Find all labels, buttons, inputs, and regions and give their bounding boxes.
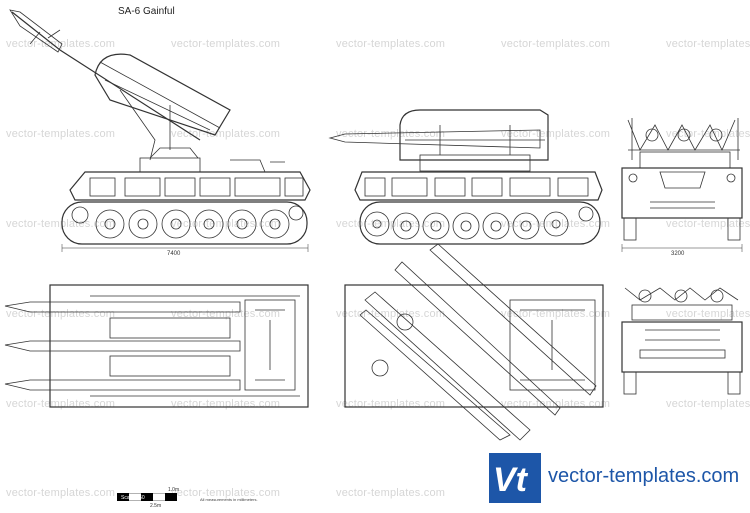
scale-bottom-label: 2.5m [150,503,162,509]
watermark-text: vector-templates.com [666,398,750,410]
svg-text:Vt: Vt [493,461,529,499]
watermark-text: vector-templates.com [6,218,116,230]
watermark-text: vector-templates.com [336,128,446,140]
watermark-row: vector-templates.com vector-templates.com… [0,128,750,140]
width-dimension: 3200 [671,251,685,257]
watermark-text: vector-templates.com [666,218,750,230]
watermark-text: vector-templates.com [336,38,446,50]
top-view-left [4,284,309,408]
side-view-left [9,9,311,252]
watermark-text: vector-templates.com [171,38,281,50]
watermark-text: vector-templates.com [336,487,446,499]
watermark-text: vector-templates.com [666,38,750,50]
side-view-right [328,109,603,245]
length-dimension: 7400 [167,251,181,257]
watermark-text: vector-templates.com [666,128,750,140]
watermark-text: vector-templates.com [171,218,281,230]
top-view-right [344,243,604,441]
watermark-text: vector-templates.com [501,218,611,230]
watermark-text: vector-templates.com [501,38,611,50]
watermark-text: vector-templates.com [171,128,281,140]
scale-label: Scale 1:50 [121,495,145,501]
watermark-row: vector-templates.com vector-templates.com… [0,308,750,320]
scale-top-label: 1.0m [168,487,180,493]
vt-logo: Vt [489,453,541,503]
watermark-text: vector-templates.com [501,308,611,320]
watermark-text: vector-templates.com [171,487,281,499]
drawing-title: SA-6 Gainful [118,6,175,17]
vt-logo-icon: Vt [493,461,529,499]
front-view [621,118,743,252]
watermark-text: vector-templates.com [6,308,116,320]
scale-note: All measurements in millimeters. [200,497,258,502]
rear-view [621,287,743,395]
watermark-text: vector-templates.com [6,128,116,140]
watermark-text: vector-templates.com [501,128,611,140]
watermark-text: vector-templates.com [6,487,116,499]
watermark-text: vector-templates.com [336,308,446,320]
watermark-text: vector-templates.com [171,308,281,320]
watermark-text: vector-templates.com [666,308,750,320]
watermark-row: vector-templates.com vector-templates.com… [0,38,750,50]
scale-bar [117,493,177,501]
watermark-text: vector-templates.com [6,38,116,50]
watermark-row: vector-templates.com vector-templates.com… [0,218,750,230]
watermark-row: vector-templates.com vector-templates.com… [0,487,750,499]
brand-site: vector-templates.com [548,465,740,487]
